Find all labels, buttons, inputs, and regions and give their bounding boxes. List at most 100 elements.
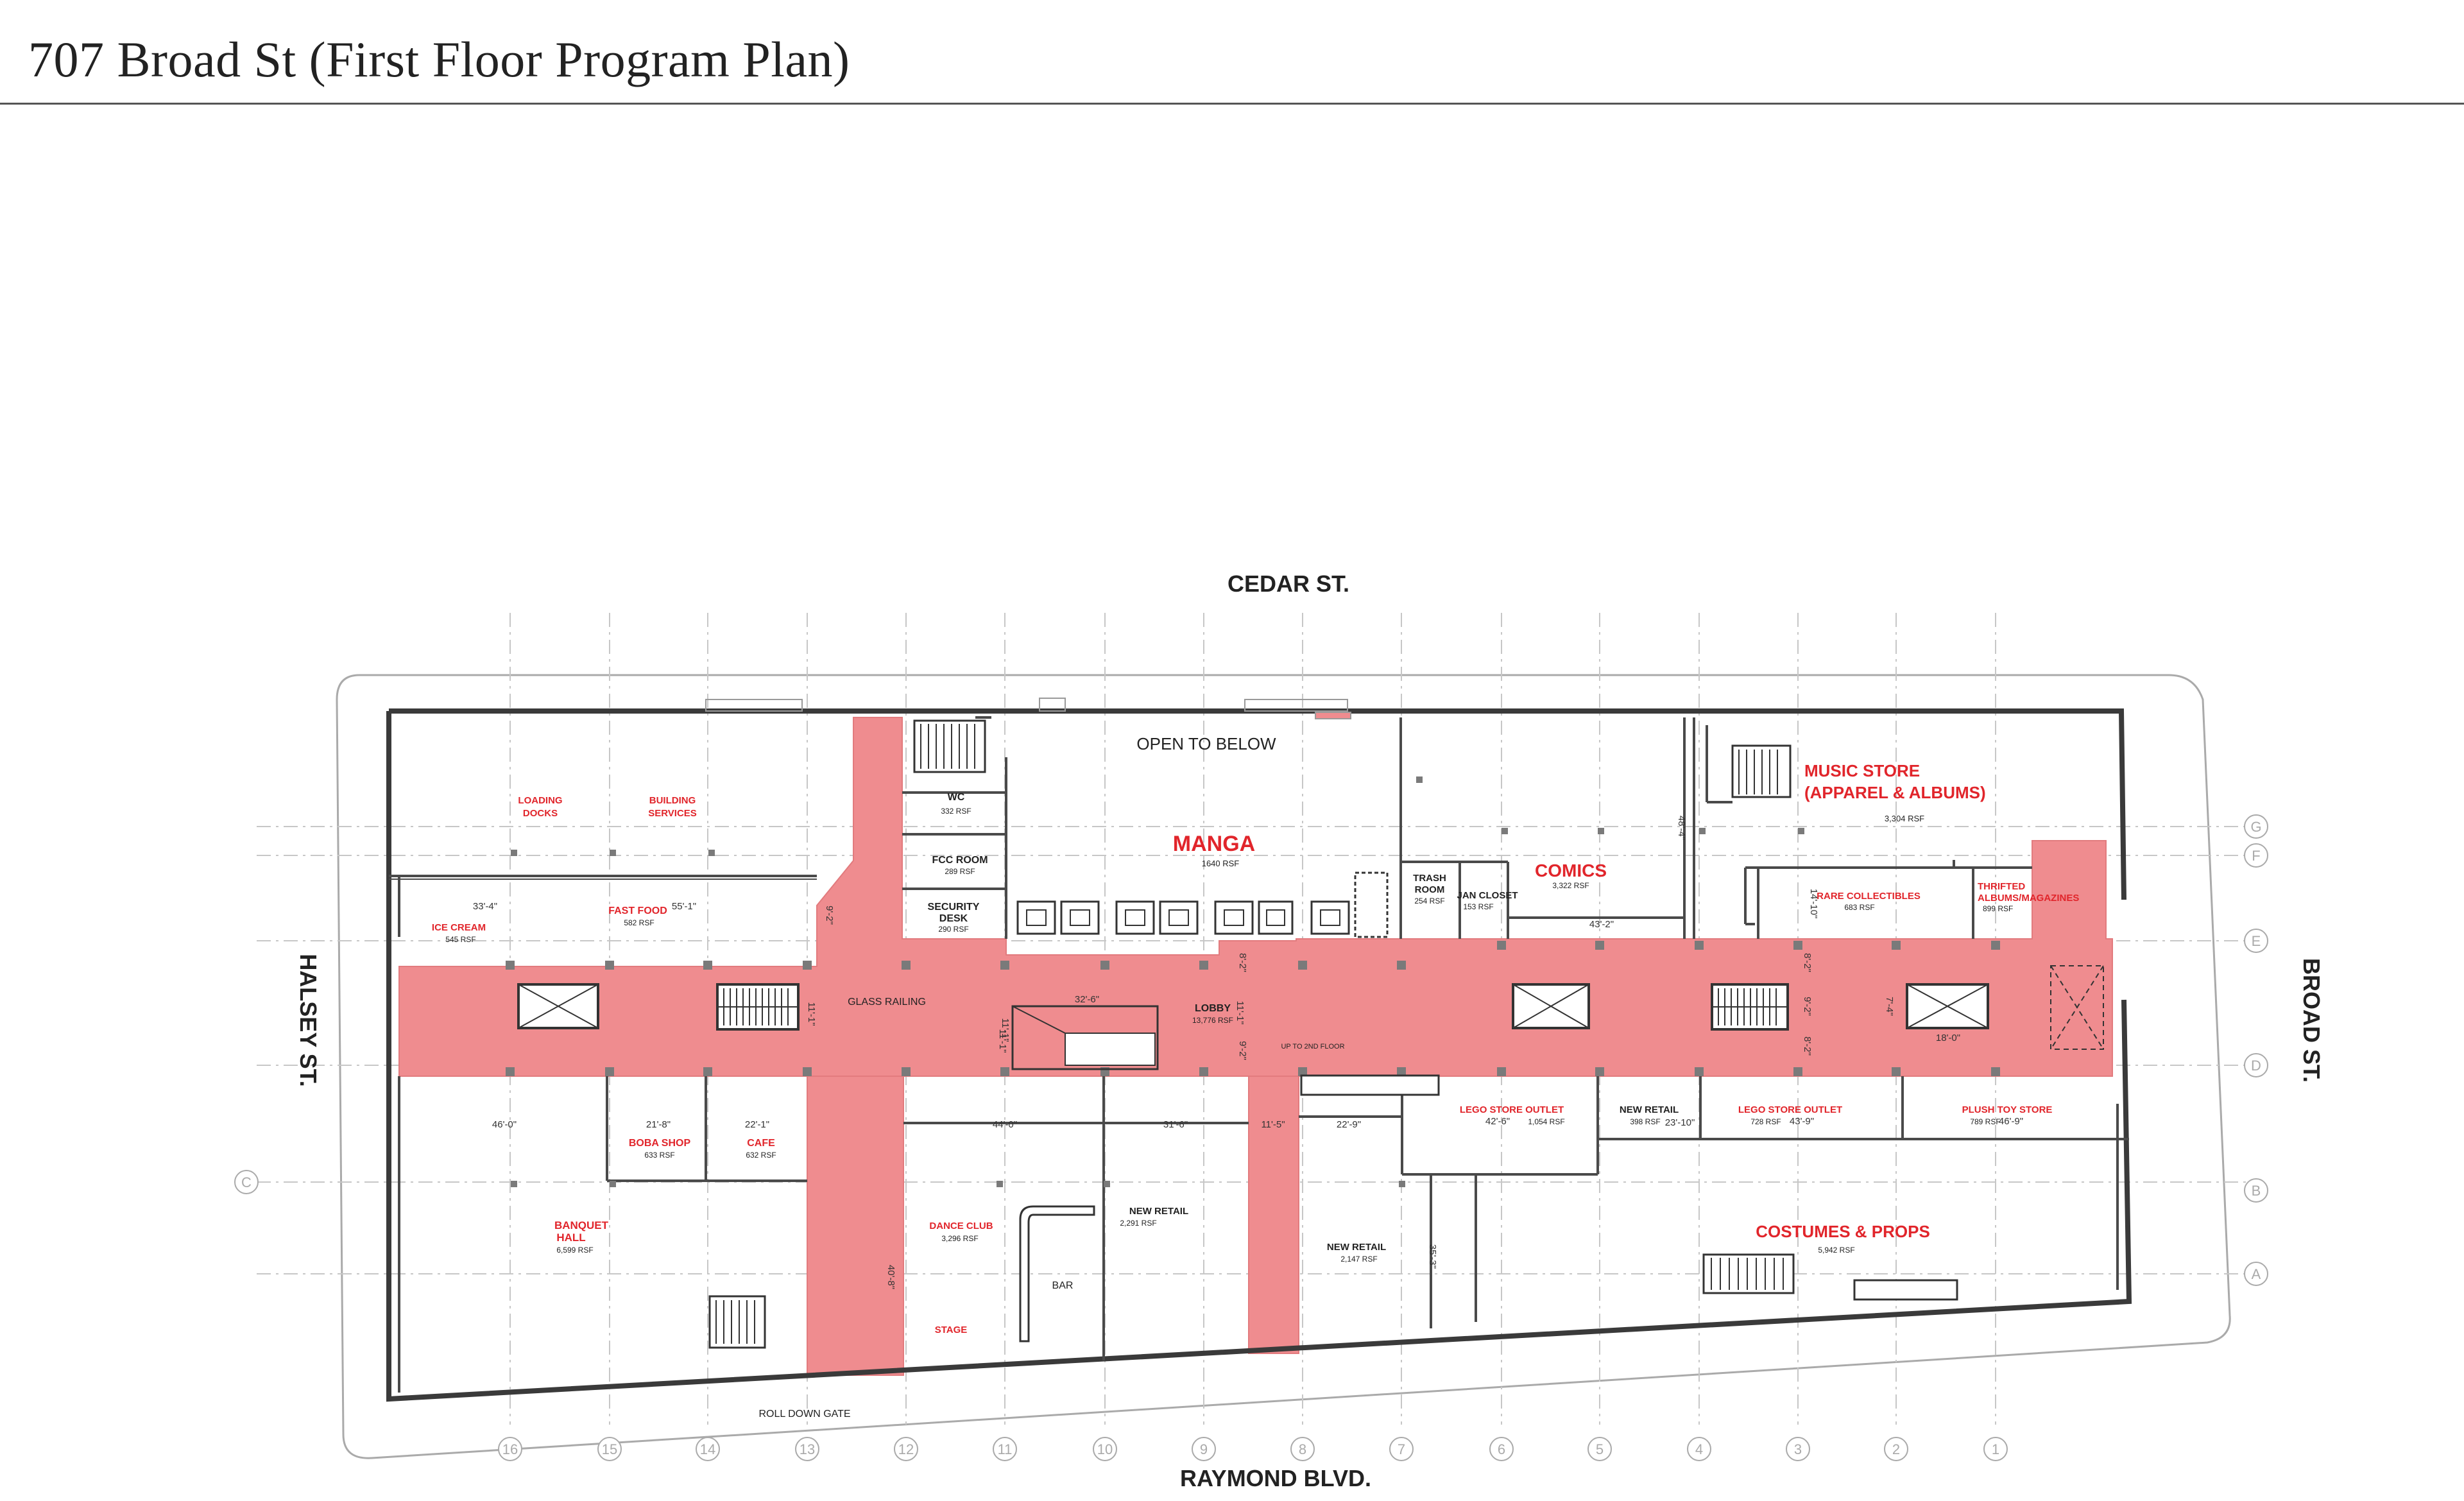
grid-col-12: 12 — [898, 1441, 914, 1457]
room-name: DESK — [939, 913, 968, 924]
site-outline — [336, 674, 2231, 1459]
dim-retail-2-width: 22'-9" — [1337, 1119, 1361, 1130]
room-name: NEW RETAIL — [1620, 1104, 1679, 1115]
room-lego-1: LEGO STORE OUTLET 1,054 RSF — [1460, 1104, 1565, 1126]
dim-retail-3-width: 23'-10" — [1665, 1117, 1695, 1128]
room-name: NEW RETAIL — [1327, 1242, 1386, 1253]
dim-comics-width: 43'-2" — [1589, 919, 1614, 930]
room-area: 789 RSF — [1970, 1117, 2000, 1126]
room-name: LEGO STORE OUTLET — [1738, 1104, 1842, 1115]
room-name: MANGA — [1173, 832, 1255, 856]
room-name: DANCE CLUB — [929, 1221, 993, 1231]
dim-corridor-narrow-1: 8'-2" — [1237, 953, 1248, 972]
room-area: 254 RSF — [1414, 896, 1444, 905]
main-corridor — [398, 717, 2113, 1077]
room-costumes: COSTUMES & PROPS 5,942 RSF — [1756, 1222, 1930, 1255]
room-area: 3,296 RSF — [941, 1234, 978, 1243]
room-name: ALBUMS/MAGAZINES — [1978, 893, 2079, 904]
grid-bubble-labels: 16 15 14 13 12 11 10 9 8 7 6 5 4 3 2 1 G… — [241, 819, 2262, 1457]
opening-east — [1906, 983, 1989, 1029]
dim-ice-cream-width: 33'-4" — [473, 901, 497, 912]
room-name: HALL — [556, 1231, 585, 1244]
dim-comics-depth: 48'-4" — [1676, 816, 1687, 840]
room-name: TRASH — [1413, 873, 1446, 884]
street-south: RAYMOND BLVD. — [1180, 1465, 1371, 1491]
grid-row-c: C — [241, 1174, 252, 1190]
page-title: 707 Broad St (First Floor Program Plan) — [28, 31, 850, 87]
dim-corridor-narrow-2: 8'-2" — [1802, 953, 1813, 972]
street-east: BROAD ST. — [2298, 958, 2325, 1083]
room-manga: MANGA 1640 RSF — [1173, 832, 1255, 868]
interior-walls — [389, 716, 2129, 1393]
room-name: COSTUMES & PROPS — [1756, 1222, 1930, 1241]
north-facade-details — [705, 698, 1351, 719]
grid-col-13: 13 — [800, 1441, 815, 1457]
room-area: 3,304 RSF — [1885, 814, 1924, 823]
room-area: 332 RSF — [941, 807, 971, 816]
opening-west — [517, 983, 599, 1029]
dimension-labels: 33'-4" 55'-1" 46'-0" 21'-8" 22'-1" 44'-0… — [473, 816, 2023, 1289]
room-name: FAST FOOD — [608, 905, 667, 916]
dim-plush-width: 46'-9" — [1999, 1116, 2023, 1127]
room-name: NEW RETAIL — [1129, 1206, 1188, 1217]
grid-col-8: 8 — [1299, 1441, 1306, 1457]
room-area: 5,942 RSF — [1818, 1246, 1854, 1255]
dim-escalator-depth: 11'-1" — [997, 1029, 1008, 1052]
room-name: PLUSH TOY STORE — [1962, 1104, 2053, 1115]
room-name: LOBBY — [1195, 1003, 1231, 1014]
room-stage: STAGE — [935, 1325, 968, 1335]
dim-fast-food-width: 55'-1" — [672, 901, 696, 912]
plan-notes: OPEN TO BELOW GLASS RAILING UP TO 2ND FL… — [758, 734, 1344, 1420]
room-area: 582 RSF — [624, 918, 654, 927]
grid-col-16: 16 — [502, 1441, 518, 1457]
room-area: 1,054 RSF — [1528, 1117, 1564, 1126]
dim-corridor-height-1: 11'-1" — [1000, 1018, 1011, 1042]
street-west: HALSEY ST. — [295, 954, 321, 1086]
dim-corridor-height-3: 11'-1" — [806, 1002, 817, 1025]
grid-col-4: 4 — [1695, 1441, 1703, 1457]
room-area: 632 RSF — [746, 1151, 776, 1160]
room-ice-cream: ICE CREAM 545 RSF — [432, 922, 486, 944]
room-name: SERVICES — [648, 808, 697, 819]
grid-col-2: 2 — [1892, 1441, 1900, 1457]
grid-bubbles — [234, 814, 2268, 1461]
note-bar: BAR — [1052, 1280, 1074, 1291]
room-area: 6,599 RSF — [556, 1246, 593, 1255]
room-name: LEGO STORE OUTLET — [1460, 1104, 1564, 1115]
grid-col-3: 3 — [1794, 1441, 1802, 1457]
title-divider — [0, 103, 2464, 105]
dim-lego-1-width: 42'-6" — [1485, 1116, 1510, 1127]
room-name: ICE CREAM — [432, 922, 486, 933]
stair-west — [716, 983, 800, 1031]
dim-cross-corridor-width: 11'-5" — [1261, 1119, 1285, 1130]
room-area: 3,322 RSF — [1552, 881, 1589, 890]
room-name: (APPAREL & ALBUMS) — [1804, 783, 1986, 802]
street-north: CEDAR ST. — [1228, 570, 1349, 597]
room-area: 683 RSF — [1844, 903, 1874, 912]
shaft-north — [1354, 871, 1389, 938]
grid-col-10: 10 — [1097, 1441, 1113, 1457]
lobby-escalator — [1011, 1005, 1159, 1070]
room-area: 1640 RSF — [1202, 859, 1240, 868]
dim-corridor-narrow-4: 8'-2" — [1802, 1036, 1813, 1056]
dim-retail-2-depth: 35'-3" — [1427, 1244, 1438, 1269]
service-box-south — [1853, 1279, 1958, 1301]
grid-col-5: 5 — [1596, 1441, 1604, 1457]
note-roll-down-gate: ROLL DOWN GATE — [758, 1409, 850, 1420]
room-name: BOBA SHOP — [629, 1138, 691, 1149]
room-name: ROOM — [1415, 884, 1445, 895]
room-area: 545 RSF — [445, 935, 475, 944]
dim-corridor-height-2: 11'-1" — [1235, 1000, 1245, 1024]
room-area: 633 RSF — [644, 1151, 674, 1160]
room-name: JAN CLOSET — [1457, 890, 1518, 901]
